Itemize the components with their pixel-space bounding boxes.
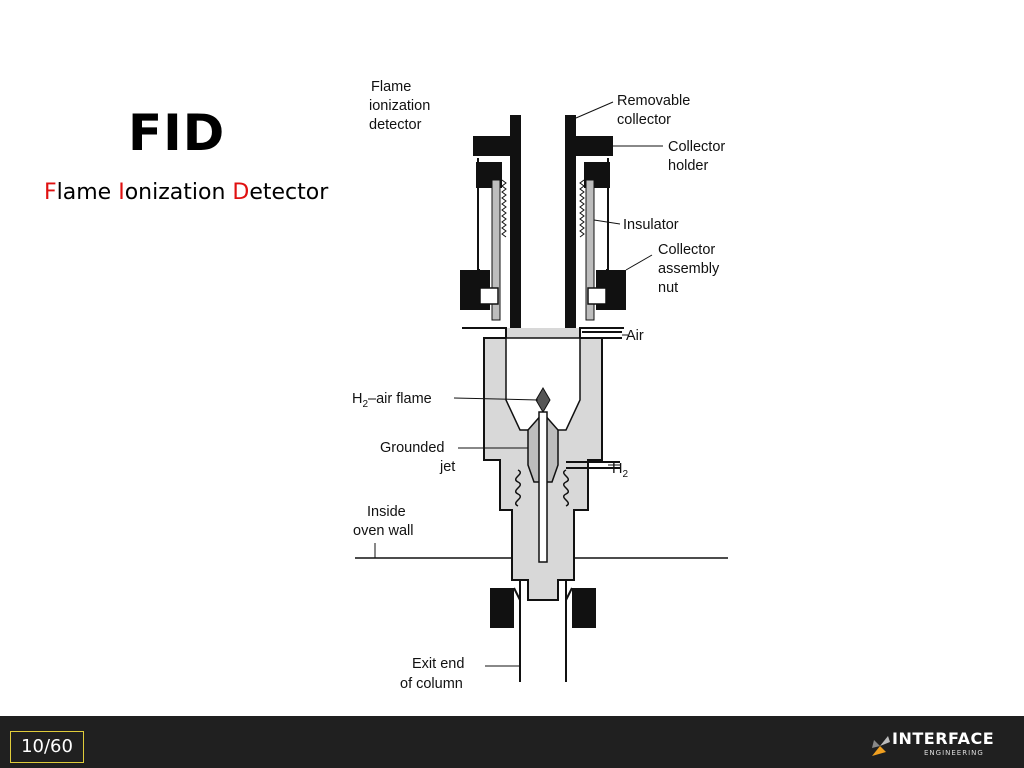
footer-bar bbox=[0, 716, 1024, 768]
logo-subtitle: ENGINEERING bbox=[924, 749, 984, 757]
label-h2-inlet: H2 bbox=[612, 461, 628, 480]
subtitle-f-rest: lame bbox=[56, 180, 119, 205]
leader-lines bbox=[374, 101, 663, 667]
subtitle-i-rest: onization bbox=[124, 180, 233, 205]
slide-title: FID bbox=[128, 104, 226, 162]
label-air: Air bbox=[626, 328, 644, 344]
slide-subtitle: Flame Ionization Detector bbox=[44, 180, 328, 205]
detector-body bbox=[355, 115, 728, 682]
subtitle-f-initial: F bbox=[44, 180, 57, 205]
interface-logo: INTERFACE ENGINEERING bbox=[870, 728, 1000, 764]
label-insulator: Insulator bbox=[623, 217, 679, 233]
logo-mark-icon bbox=[872, 736, 890, 756]
label-h2-air-flame: H2–air flame bbox=[352, 391, 432, 410]
logo-name: INTERFACE bbox=[892, 729, 995, 748]
subtitle-d-initial: D bbox=[232, 180, 250, 205]
page-counter: 10/60 bbox=[10, 731, 84, 763]
subtitle-i-initial: I bbox=[118, 180, 125, 205]
subtitle-d-rest: etector bbox=[249, 180, 329, 205]
